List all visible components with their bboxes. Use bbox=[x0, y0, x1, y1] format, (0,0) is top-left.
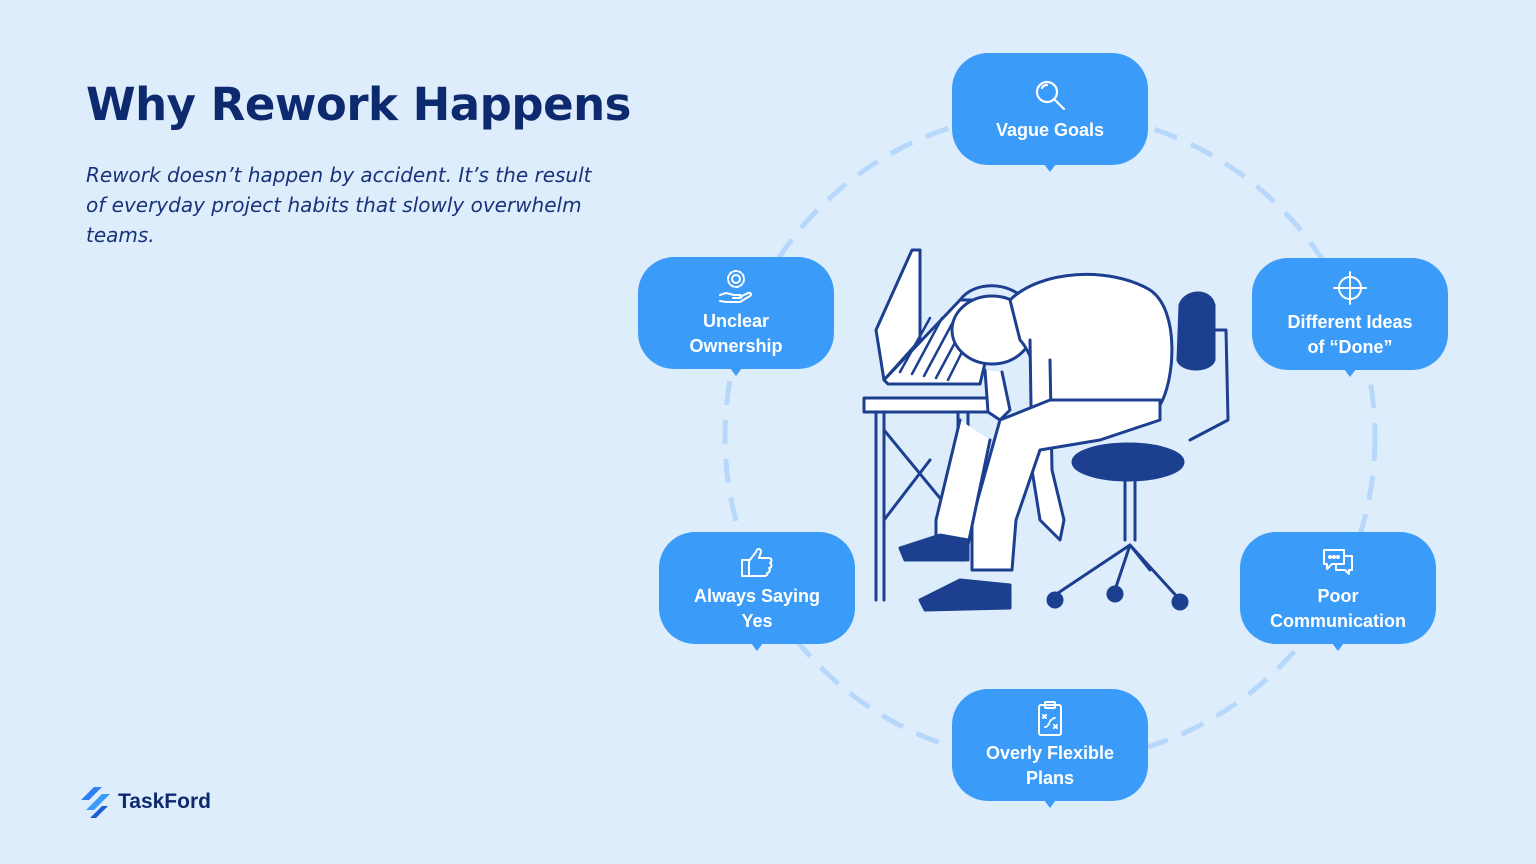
magnifier-icon bbox=[1035, 80, 1066, 110]
page-title: Why Rework Happens bbox=[86, 78, 631, 131]
bubble-label: Vague Goals bbox=[995, 119, 1105, 140]
bubble-overly-flexible-plans: Overly Flexible Plans bbox=[952, 689, 1148, 808]
brand-name: TaskFord bbox=[118, 790, 211, 813]
bubble-always-saying-yes: Always Saying Yes bbox=[659, 532, 855, 651]
bubble-poor-communication: Poor Communication bbox=[1240, 532, 1436, 651]
page-subtitle: Rework doesn’t happen by accident. It’s … bbox=[86, 163, 592, 247]
crosshair-icon bbox=[1333, 271, 1367, 305]
bubble-label: Overly Flexible Plans bbox=[985, 743, 1115, 788]
bubble-label: Different Ideas of “Done” bbox=[1287, 312, 1413, 357]
bubble-label: Poor Communication bbox=[1269, 586, 1406, 631]
clipboard-plan-icon bbox=[1038, 701, 1062, 736]
chat-bubbles-icon bbox=[1323, 549, 1353, 575]
bubble-unclear-ownership: Unclear Ownership bbox=[638, 257, 834, 376]
bubble-label: Unclear Ownership bbox=[689, 311, 783, 356]
bubble-different-ideas-of-done: Different Ideas of “Done” bbox=[1252, 258, 1448, 377]
bubble-label: Always Saying Yes bbox=[693, 586, 821, 631]
taskford-logo-icon bbox=[81, 787, 110, 818]
exhausted-worker-illustration bbox=[862, 248, 1230, 612]
hand-gear-icon bbox=[719, 270, 753, 303]
thumbs-up-icon bbox=[741, 548, 773, 577]
bubble-vague-goals: Vague Goals bbox=[952, 53, 1148, 172]
taskford-logo: TaskFord bbox=[78, 784, 211, 820]
